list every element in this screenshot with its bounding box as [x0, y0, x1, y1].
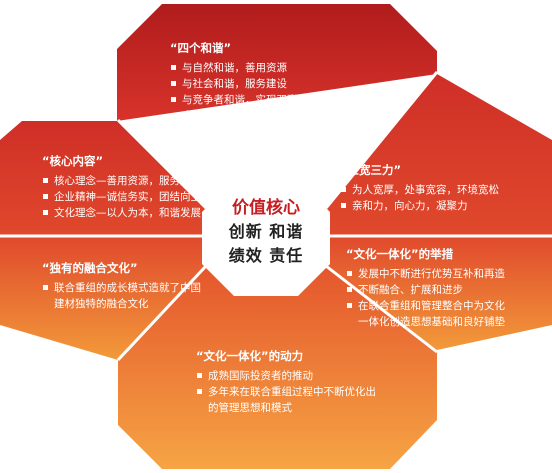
center-line-1: 创新 和谐	[228, 222, 304, 241]
panel-lower-right-list: 发展中不断进行优势互补和再造 不断融合、扩展和进步 在联合重组和管理整合中为文化…	[346, 266, 506, 330]
list-item: 在联合重组和管理整合中为文化一体化创造思想基础和良好铺垫	[346, 298, 506, 330]
list-item: 与社会和谐，服务建设	[170, 76, 371, 92]
panel-upper-left-shape	[0, 121, 206, 236]
panel-upper-right: “三宽三力” 为人宽厚，处事宽容，环境宽松 亲和力，向心力，凝聚力	[340, 162, 499, 214]
panel-top-shape	[117, 4, 437, 121]
panel-lower-right-heading: “文化一体化”的举措	[346, 247, 454, 261]
list-item: 与竞争者和谐，实现双赢、多赢和共赢	[170, 92, 371, 108]
panel-lower-left-heading: “独有的融合文化”	[42, 261, 138, 275]
list-item: 成熟国际投资者的推动	[196, 368, 386, 384]
panel-bottom-shape	[118, 266, 437, 469]
panel-upper-right-shape	[326, 74, 552, 236]
panel-lower-right-shape	[326, 236, 552, 350]
list-item: 企业精神—诚信务实，团结向上	[42, 189, 201, 205]
list-item: 多年来在联合重组过程中不断优化出的管理思想和模式	[196, 384, 386, 416]
panel-top: “四个和谐” 与自然和谐，善用资源 与社会和谐，服务建设 与竞争者和谐，实现双赢…	[170, 40, 371, 124]
list-item: 不断融合、扩展和进步	[346, 282, 506, 298]
panel-upper-left: “核心内容” 核心理念—善用资源，服务建设 企业精神—诚信务实，团结向上 文化理…	[42, 153, 201, 221]
panel-upper-left-list: 核心理念—善用资源，服务建设 企业精神—诚信务实，团结向上 文化理念—以人为本，…	[42, 173, 201, 221]
list-item: 文化理念—以人为本，和谐发展	[42, 205, 201, 221]
panel-top-heading: “四个和谐”	[170, 41, 232, 55]
panel-upper-right-list: 为人宽厚，处事宽容，环境宽松 亲和力，向心力，凝聚力	[340, 182, 499, 214]
panel-lower-right: “文化一体化”的举措 发展中不断进行优势互补和再造 不断融合、扩展和进步 在联合…	[346, 246, 506, 330]
panel-upper-right-heading: “三宽三力”	[340, 163, 402, 177]
panel-top-list: 与自然和谐，善用资源 与社会和谐，服务建设 与竞争者和谐，实现双赢、多赢和共赢 …	[170, 60, 371, 124]
list-item: 核心理念—善用资源，服务建设	[42, 173, 201, 189]
list-item: 为人宽厚，处事宽容，环境宽松	[340, 182, 499, 198]
panel-dividers	[0, 71, 552, 362]
list-item: 亲和力，向心力，凝聚力	[340, 198, 499, 214]
center-octagon	[202, 180, 330, 296]
center-line-2: 绩效 责任	[228, 246, 304, 265]
center-core: 价值核心 创新 和谐 绩效 责任	[206, 186, 326, 290]
list-item: 与自然和谐，善用资源	[170, 60, 371, 76]
panel-lower-left-list: 联合重组的成长模式造就了中国建材独特的融合文化	[42, 280, 202, 312]
center-title: 价值核心	[232, 198, 300, 218]
list-item: 企业内部和谐，实现员工与企业共同成长	[170, 108, 371, 124]
list-item: 联合重组的成长模式造就了中国建材独特的融合文化	[42, 280, 202, 312]
panel-bottom-list: 成熟国际投资者的推动 多年来在联合重组过程中不断优化出的管理思想和模式	[196, 368, 386, 416]
panel-lower-left: “独有的融合文化” 联合重组的成长模式造就了中国建材独特的融合文化	[42, 260, 202, 312]
panel-bottom: “文化一体化”的动力 成熟国际投资者的推动 多年来在联合重组过程中不断优化出的管…	[196, 348, 386, 416]
panel-lower-left-shape	[0, 236, 206, 360]
panel-bottom-heading: “文化一体化”的动力	[196, 349, 304, 363]
panel-upper-left-heading: “核心内容”	[42, 154, 104, 168]
list-item: 发展中不断进行优势互补和再造	[346, 266, 506, 282]
